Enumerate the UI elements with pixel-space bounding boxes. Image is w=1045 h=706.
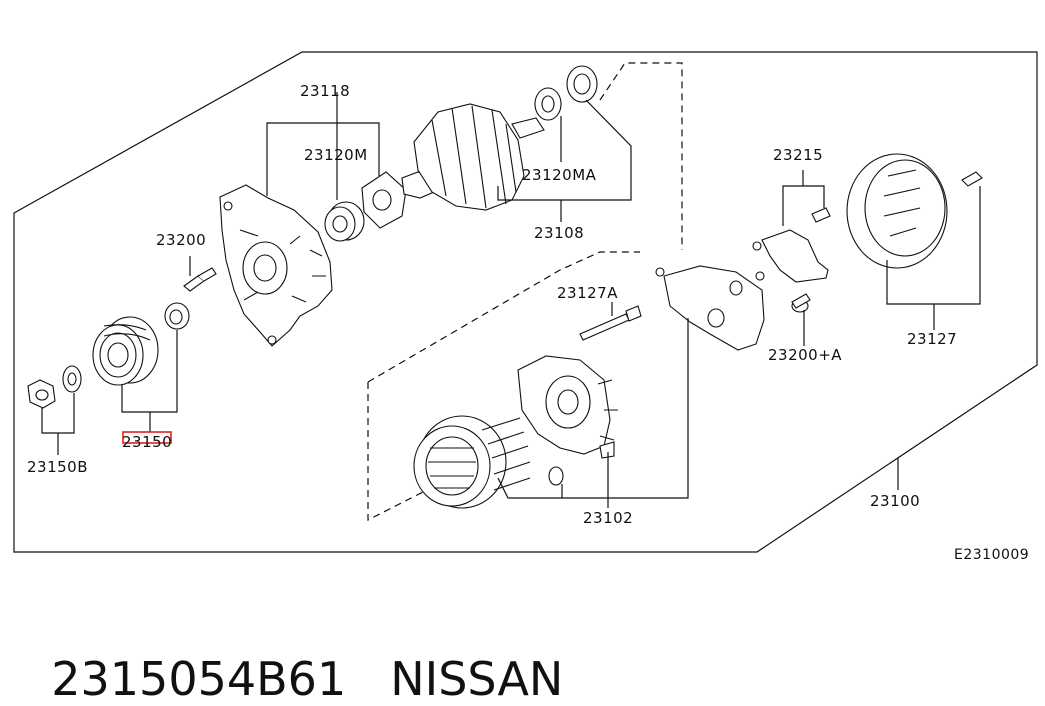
screw-part-23200[interactable]	[183, 267, 217, 292]
highlight-box-23150	[122, 431, 172, 444]
assembly-outline	[13, 51, 1038, 553]
leader-23150	[121, 330, 178, 432]
label-23200: 23200	[156, 231, 206, 249]
sub-assembly-dashed-outline	[367, 62, 683, 521]
washer-part[interactable]	[62, 365, 82, 393]
label-23215: 23215	[773, 146, 823, 164]
label-23118: 23118	[300, 82, 350, 100]
diagram-code: E2310009	[954, 547, 1029, 563]
leader-23215	[782, 170, 825, 226]
exploded-parts-diagram: 23118 23120M 23120MA 23108 23200 23215 2…	[13, 51, 1038, 563]
rectifier-part[interactable]	[655, 265, 765, 351]
stator-part[interactable]	[413, 415, 531, 509]
label-23150: 23150	[122, 433, 172, 451]
rear-cover-part[interactable]	[846, 153, 983, 269]
leader-23102	[497, 318, 689, 508]
spacer-ring-part[interactable]	[164, 302, 190, 330]
leader-23127	[886, 186, 981, 330]
bearing-part-23120m[interactable]	[324, 201, 365, 242]
label-23150b: 23150B	[27, 458, 88, 476]
retainer-plate-part[interactable]	[361, 171, 407, 229]
brand-name: NISSAN	[390, 652, 564, 706]
through-bolt-part[interactable]	[579, 305, 642, 341]
leader-23150b	[41, 393, 75, 455]
leader-23108	[497, 99, 632, 222]
front-bracket-part[interactable]	[219, 184, 333, 347]
label-23127a: 23127A	[557, 284, 618, 302]
screw-part-23200a[interactable]	[791, 293, 811, 313]
nut-part[interactable]	[27, 379, 56, 409]
leader-23118	[266, 92, 380, 200]
brush-holder-part[interactable]	[752, 207, 831, 283]
rear-bracket-part[interactable]	[517, 355, 618, 459]
label-23200a: 23200+A	[768, 346, 842, 364]
label-23127: 23127	[907, 330, 957, 348]
pulley-part[interactable]	[92, 316, 159, 386]
part-number: 2315054B61	[51, 652, 347, 706]
rotor-part[interactable]	[401, 103, 545, 211]
label-23120m: 23120M	[304, 146, 368, 164]
label-23100: 23100	[870, 492, 920, 510]
label-23120ma: 23120MA	[522, 166, 597, 184]
insulator-part[interactable]	[548, 466, 564, 486]
label-23108: 23108	[534, 224, 584, 242]
caption: 2315054B61 NISSAN	[22, 598, 563, 706]
bearing-cap-part[interactable]	[566, 65, 598, 103]
bearing-part-23120ma[interactable]	[534, 87, 562, 121]
label-23102: 23102	[583, 509, 633, 527]
